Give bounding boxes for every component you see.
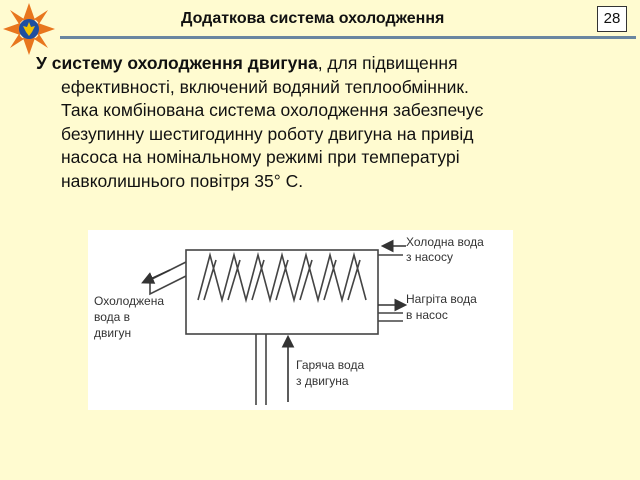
exchanger-housing [185,249,379,335]
label-heated-water: Нагріта вода [406,292,477,306]
paragraph-bold-lead: У систему охолодження двигуна [36,53,318,73]
paragraph-line: безупинну шестигодинну роботу двигуна на… [61,123,474,144]
heat-exchange-coil [197,251,367,304]
paragraph-line: навколишнього повітря 35° С. [61,170,304,191]
cooled-water-arrow [141,269,171,284]
page-number: 28 [597,6,627,32]
slide-title: Додаткова система охолодження [181,10,445,27]
label-cold-water: Холодна вода [406,235,484,249]
description-paragraph: У систему охолодження двигуна, для підви… [36,52,596,193]
label-hot-water: Гаряча вода [296,358,365,372]
label-heated-water-dest: в насос [406,308,448,322]
paragraph-line: насоса на номінальному режимі при темпер… [61,147,460,167]
label-cooled-water: Охолоджена [94,294,165,308]
paragraph-line: Така комбінована система охолодження заб… [61,100,484,120]
label-cooled-water-to: вода в [94,310,131,324]
heat-exchanger-drawing [141,239,408,405]
paragraph-line: ефективності, включений водяний теплообм… [61,76,469,97]
paragraph-line-1-rest: , для підвищення [317,53,458,73]
label-cooled-water-engine: двигун [94,326,132,340]
label-cold-water-source: з насосу [406,250,453,264]
title-divider [60,36,636,39]
heat-exchanger-diagram: Холодна вода з насосу Нагріта вода в нас… [88,230,513,410]
label-hot-water-source: з двигуна [296,374,349,388]
paragraph-line-1: У систему охолодження двигуна, для підви… [36,52,596,76]
emergency-service-emblem [3,3,55,55]
